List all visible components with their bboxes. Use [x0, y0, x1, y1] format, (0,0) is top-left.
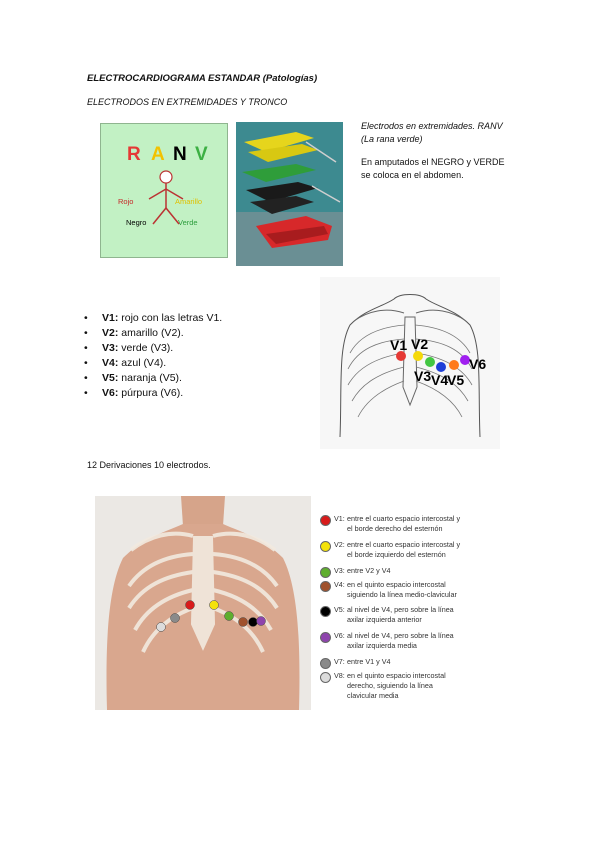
- figure-right-arm: [148, 188, 167, 200]
- ranv-letter-n: N: [173, 144, 187, 165]
- photo-electrode-v7: [170, 613, 180, 623]
- chest-label-v1: V1: [390, 337, 407, 353]
- chest-label-v2: V2: [411, 336, 428, 352]
- chest-label-v4: V4: [431, 372, 448, 388]
- note-amputados-1: En amputados el NEGRO y VERDE: [361, 157, 505, 167]
- legend-code: V4:: [334, 580, 345, 589]
- electrode-v2: [413, 351, 423, 361]
- lead-desc: naranja (V5).: [118, 372, 182, 384]
- list-item: V4: azul (V4).: [82, 356, 222, 371]
- chest-label-v6: V6: [469, 356, 486, 372]
- photo-electrode-v1: [185, 600, 195, 610]
- legend-dot: [320, 606, 331, 617]
- legend-dot: [320, 567, 331, 578]
- legend-dot: [320, 632, 331, 643]
- electrode-v3: [425, 357, 435, 367]
- legend-code: V8:: [334, 671, 345, 680]
- lead-desc: rojo con las letras V1.: [118, 312, 223, 324]
- label-negro: Negro: [126, 218, 146, 227]
- chest-label-v5: V5: [447, 372, 464, 388]
- section-subtitle: ELECTRODOS EN EXTREMIDADES Y TRONCO: [87, 97, 288, 107]
- legend-dot: [320, 658, 331, 669]
- legend-text: entre V1 y V4: [347, 657, 391, 666]
- list-item: V5: naranja (V5).: [82, 371, 222, 386]
- legend-dot: [320, 541, 331, 552]
- lead-code: V2:: [102, 327, 119, 339]
- page-title: ELECTROCARDIOGRAMA ESTANDAR (Patologías): [87, 73, 318, 84]
- lead-desc: amarillo (V2).: [118, 327, 184, 339]
- label-rojo: Rojo: [118, 197, 133, 206]
- ranv-letter-r: R: [127, 144, 141, 165]
- figure-left-arm: [165, 188, 184, 200]
- chest-label-v3: V3: [414, 368, 431, 384]
- electrode-v4: [436, 362, 446, 372]
- lead-desc: verde (V3).: [118, 342, 174, 354]
- list-item: V3: verde (V3).: [82, 341, 222, 356]
- legend-code: V1:: [334, 514, 345, 523]
- lead-code: V6:: [102, 387, 119, 399]
- ranv-letter-a: A: [151, 144, 165, 165]
- ranv-figure: R A N V Rojo Amarillo Negro Verde: [118, 144, 208, 227]
- lead-desc: púrpura (V6).: [118, 387, 184, 399]
- legend-dot: [320, 581, 331, 592]
- legend-code: V5:: [334, 605, 345, 614]
- note-ranv: Electrodos en extremidades. RANV: [361, 121, 503, 131]
- precordial-lead-list: V1: rojo con las letras V1. V2: amarillo…: [82, 311, 222, 401]
- lead-code: V1:: [102, 312, 119, 324]
- list-item: V1: rojo con las letras V1.: [82, 311, 222, 326]
- electrode-v6: [460, 355, 470, 365]
- lead-code: V4:: [102, 357, 119, 369]
- figure-left-leg: [165, 207, 180, 225]
- legend-code: V2:: [334, 540, 345, 549]
- photo-electrode-v5: [248, 617, 258, 627]
- legend-code: V3:: [334, 566, 345, 575]
- legend-code: V6:: [334, 631, 345, 640]
- legend-dot: [320, 515, 331, 526]
- photo-electrode-v8: [156, 622, 166, 632]
- torso-electrode-photo: [95, 496, 311, 710]
- section-12-derivaciones: 12 Derivaciones 10 electrodos.: [87, 460, 211, 470]
- legend-code: V7:: [334, 657, 345, 666]
- label-amarillo: Amarillo: [175, 197, 202, 206]
- chest-electrode-diagram: V1 V2 V3 V4 V5 V6: [320, 277, 500, 449]
- label-verde: Verde: [178, 218, 198, 227]
- photo-electrode-v3: [224, 611, 234, 621]
- figure-right-leg: [152, 207, 167, 225]
- photo-electrode-v4: [238, 617, 248, 627]
- lead-code: V3:: [102, 342, 119, 354]
- electrode-v5: [449, 360, 459, 370]
- lead-code: V5:: [102, 372, 119, 384]
- electrode-v1: [396, 351, 406, 361]
- photo-electrode-v6: [256, 616, 266, 626]
- lead-desc: azul (V4).: [118, 357, 167, 369]
- legend-dot: [320, 672, 331, 683]
- photo-electrode-v2: [209, 600, 219, 610]
- list-item: V6: púrpura (V6).: [82, 386, 222, 401]
- figure-head: [159, 170, 173, 184]
- note-rana-verde: (La rana verde): [361, 134, 423, 144]
- ranv-letter-v: V: [195, 144, 208, 165]
- ranv-diagram: R A N V Rojo Amarillo Negro Verde: [100, 123, 228, 258]
- electrode-clips-photo: [236, 122, 343, 266]
- note-amputados-2: se coloca en el abdomen.: [361, 170, 464, 180]
- list-item: V2: amarillo (V2).: [82, 326, 222, 341]
- electrode-legend: V1: entre el cuarto espacio intercostal …: [317, 514, 579, 714]
- legend-text: entre V2 y V4: [347, 566, 391, 575]
